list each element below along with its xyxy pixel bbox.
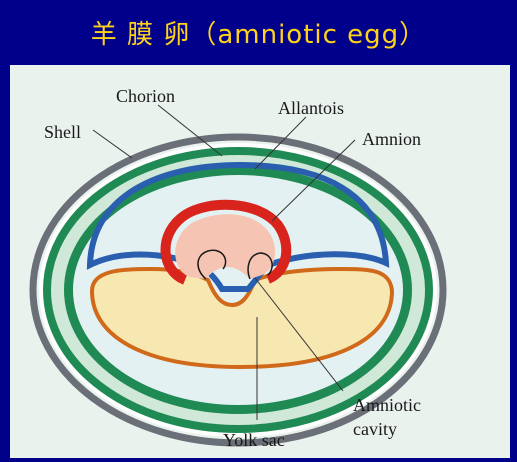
amnion-leader-line xyxy=(271,139,356,222)
label-amniotic-cavity-line2: cavity xyxy=(353,419,397,439)
amnion-membrane xyxy=(160,199,292,285)
label-chorion: Chorion xyxy=(116,86,175,106)
label-amniotic-cavity-line1: Amniotic xyxy=(353,395,421,415)
shell-layer xyxy=(29,133,447,447)
amnion-fluid xyxy=(175,214,276,279)
amniotic-egg-figure: Shell Chorion Allantois Amnion Amniotic … xyxy=(10,65,510,458)
label-shell: Shell xyxy=(44,122,81,142)
shell-leader-line xyxy=(92,129,133,159)
amniotic-egg-diagram: Shell Chorion Allantois Amnion Amniotic … xyxy=(29,86,447,450)
chorion-leader-line xyxy=(157,104,223,157)
slide-title: 羊 膜 卵（amniotic egg） xyxy=(90,20,427,50)
label-yolk-sac: Yolk sac xyxy=(223,430,285,450)
label-allantois: Allantois xyxy=(278,98,344,118)
allantois-leader-line xyxy=(254,116,307,170)
embryo xyxy=(197,249,273,280)
amniotic-cavity-leader-line xyxy=(254,277,344,392)
label-amnion: Amnion xyxy=(362,129,421,149)
